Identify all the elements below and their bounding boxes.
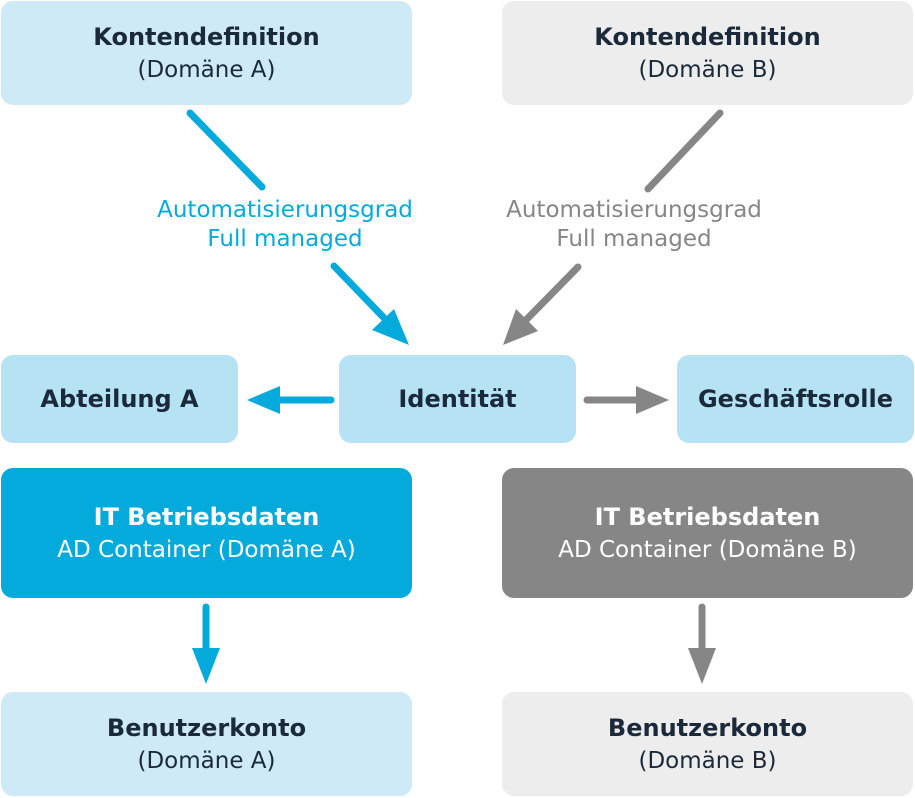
box-subtitle: (Domäne B)	[638, 747, 777, 774]
box-identitaet: Identität	[339, 355, 576, 443]
box-benutzerkonto-domaene-a: Benutzerkonto (Domäne A)	[1, 692, 412, 796]
box-kontendefinition-domaene-b: Kontendefinition (Domäne B)	[502, 1, 913, 105]
box-benutzerkonto-domaene-b: Benutzerkonto (Domäne B)	[502, 692, 913, 796]
box-subtitle: AD Container (Domäne A)	[57, 536, 356, 563]
box-subtitle: (Domäne A)	[137, 56, 276, 83]
box-title: Abteilung A	[40, 385, 199, 413]
box-subtitle: (Domäne A)	[137, 747, 276, 774]
label-line-1: Automatisierungsgrad	[506, 197, 762, 223]
box-title: IT Betriebsdaten	[93, 502, 320, 531]
box-title: IT Betriebsdaten	[594, 502, 821, 531]
label-line-2: Full managed	[207, 226, 363, 252]
box-it-betriebsdaten-domaene-b: IT Betriebsdaten AD Container (Domäne B)	[502, 468, 913, 598]
box-title: Geschäftsrolle	[697, 385, 894, 413]
arrow-line-kontendef-b-bottom	[521, 263, 582, 325]
arrow-line-kontendef-a-bottom	[330, 262, 390, 324]
arrowhead-to-identitaet-grey	[503, 309, 538, 345]
label-line-1: Automatisierungsgrad	[157, 197, 413, 223]
label-line-2: Full managed	[556, 226, 712, 252]
box-abteilung-a: Abteilung A	[1, 355, 238, 443]
arrow-line-kontendef-a-top	[186, 109, 266, 191]
label-automatisierungsgrad-b: Automatisierungsgrad Full managed	[489, 196, 779, 254]
box-title: Benutzerkonto	[106, 713, 307, 742]
box-kontendefinition-domaene-a: Kontendefinition (Domäne A)	[1, 1, 412, 105]
arrowhead-to-geschaeftsrolle	[636, 386, 669, 414]
box-subtitle: AD Container (Domäne B)	[558, 536, 857, 563]
arrowhead-to-abteilung	[247, 386, 280, 414]
box-title: Benutzerkonto	[607, 713, 808, 742]
box-it-betriebsdaten-domaene-a: IT Betriebsdaten AD Container (Domäne A)	[1, 468, 412, 598]
arrowhead-to-identitaet-blue	[372, 309, 409, 345]
box-title: Identität	[398, 385, 517, 413]
box-title: Kontendefinition	[594, 22, 821, 51]
arrowhead-to-benutzerkonto-b	[688, 648, 716, 684]
box-subtitle: (Domäne B)	[638, 56, 777, 83]
arrow-line-kontendef-b-top	[644, 109, 724, 193]
label-automatisierungsgrad-a: Automatisierungsgrad Full managed	[140, 196, 430, 254]
box-geschaeftsrolle: Geschäftsrolle	[677, 355, 914, 443]
arrowhead-to-benutzerkonto-a	[192, 648, 220, 684]
box-title: Kontendefinition	[93, 22, 320, 51]
